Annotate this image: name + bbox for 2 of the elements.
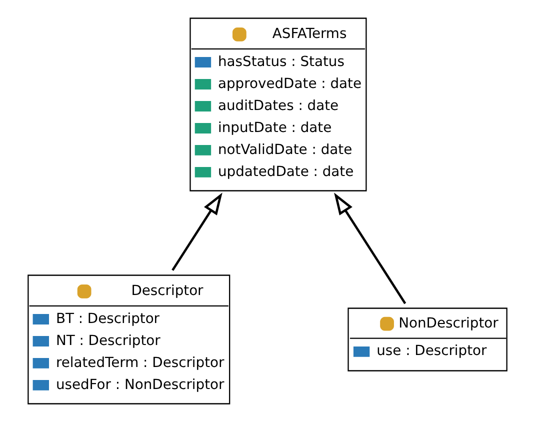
arrow [334, 192, 406, 304]
arrow [171, 192, 222, 270]
